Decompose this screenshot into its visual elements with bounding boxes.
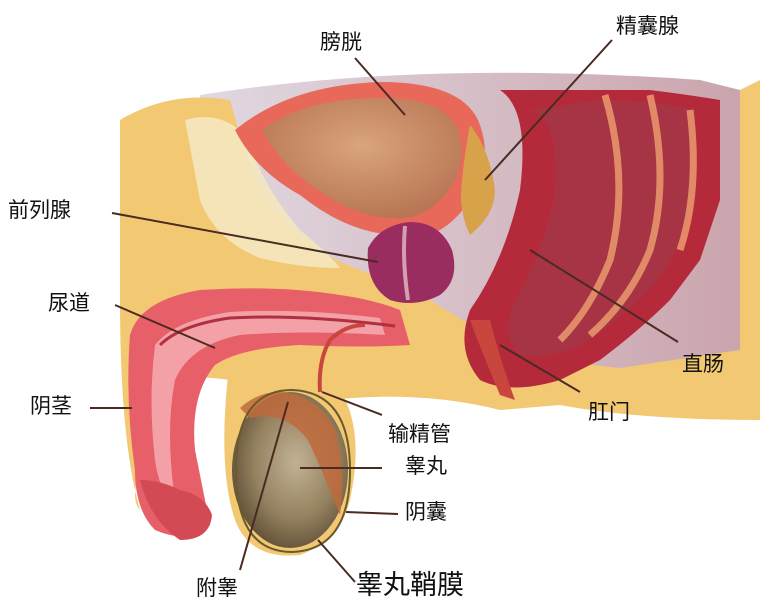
label-epididymis: 附睾 — [196, 578, 238, 599]
label-tunica-vaginalis: 睾丸鞘膜 — [356, 572, 464, 599]
label-penis: 阴茎 — [30, 396, 72, 417]
prostate-gland — [368, 222, 455, 303]
label-urethra: 尿道 — [48, 293, 90, 314]
label-vas-deferens: 输精管 — [388, 424, 451, 445]
label-scrotum: 阴囊 — [405, 502, 447, 523]
label-prostate: 前列腺 — [8, 200, 71, 221]
label-seminal-vesicle: 精囊腺 — [616, 16, 679, 37]
label-bladder: 膀胱 — [320, 32, 362, 53]
label-anus: 肛门 — [588, 402, 630, 423]
label-testis: 睾丸 — [405, 456, 447, 477]
label-rectum: 直肠 — [682, 354, 724, 375]
